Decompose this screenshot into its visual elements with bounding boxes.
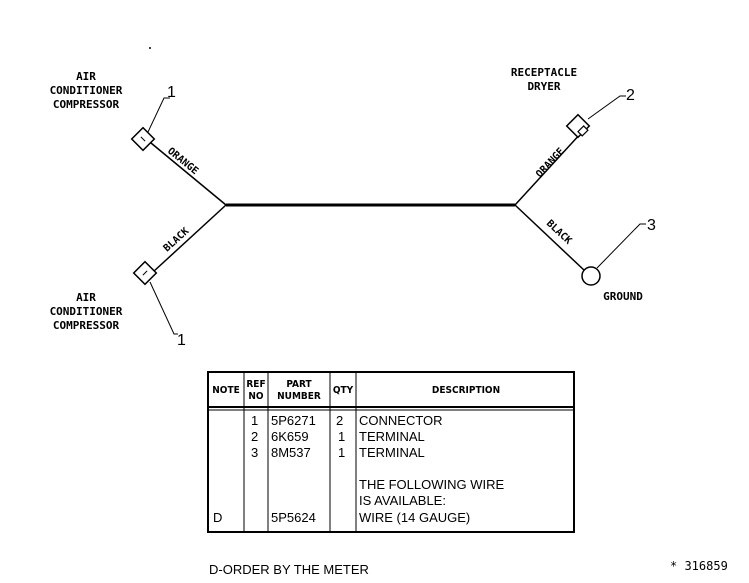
svg-text:DRYER: DRYER xyxy=(527,80,560,93)
wire-label-top-left: ORANGE xyxy=(165,146,200,177)
footnote: D-ORDER BY THE METER xyxy=(209,562,369,577)
svg-text:6K659: 6K659 xyxy=(271,429,309,444)
svg-text:2: 2 xyxy=(251,429,258,444)
component-label-ground: GROUND xyxy=(603,290,643,303)
header-description: DESCRIPTION xyxy=(432,385,500,396)
figure-id: * 316859 xyxy=(670,559,728,573)
svg-text:RECEPTACLE: RECEPTACLE xyxy=(511,66,577,79)
table-row: IS AVAILABLE: xyxy=(359,493,446,508)
ref-number-bottom-left: 1 xyxy=(177,332,186,349)
svg-text:CONNECTOR: CONNECTOR xyxy=(359,413,443,428)
svg-text:1: 1 xyxy=(251,413,258,428)
ref-number-bottom-right: 3 xyxy=(647,217,656,234)
ground-terminal-ring xyxy=(581,266,601,286)
wire-top-right xyxy=(514,131,583,206)
svg-text:1: 1 xyxy=(338,445,345,460)
leader-ref-1-bottom xyxy=(149,281,178,335)
svg-text:WIRE (14 GAUGE): WIRE (14 GAUGE) xyxy=(359,510,470,525)
svg-text:1: 1 xyxy=(338,429,345,444)
parts-table: NOTE REF NO PART NUMBER QTY DESCRIPTION … xyxy=(207,371,575,533)
leader-ref-1-top xyxy=(147,97,170,133)
svg-text:3: 3 xyxy=(251,445,258,460)
table-row: 1 5P6271 2 CONNECTOR xyxy=(251,413,443,428)
ref-number-top-right: 2 xyxy=(626,87,635,104)
wire-bottom-left xyxy=(152,204,227,273)
leader-ref-3 xyxy=(596,223,646,269)
svg-text:TERMINAL: TERMINAL xyxy=(359,429,425,444)
component-label-top-left: AIR CONDITIONER COMPRESSOR xyxy=(50,70,123,111)
svg-text:8M537: 8M537 xyxy=(271,445,311,460)
svg-text:D: D xyxy=(213,510,222,525)
wire-top-left xyxy=(150,142,227,206)
header-number: NUMBER xyxy=(277,391,321,402)
svg-text:TERMINAL: TERMINAL xyxy=(359,445,425,460)
component-label-bottom-left: AIR CONDITIONER COMPRESSOR xyxy=(50,291,123,332)
wire-label-bottom-right: BLACK xyxy=(544,218,574,247)
svg-text:CONDITIONER: CONDITIONER xyxy=(50,305,123,318)
svg-text:AIR: AIR xyxy=(76,70,96,83)
svg-text:5P6271: 5P6271 xyxy=(271,413,316,428)
ref-number-top-left: 1 xyxy=(167,84,176,101)
component-label-top-right: RECEPTACLE DRYER xyxy=(511,66,577,93)
header-ref: REF xyxy=(246,379,265,390)
header-qty: QTY xyxy=(333,385,354,396)
table-row: THE FOLLOWING WIRE xyxy=(359,477,505,492)
svg-text:IS AVAILABLE:: IS AVAILABLE: xyxy=(359,493,446,508)
header-part: PART xyxy=(286,379,312,390)
svg-text:2: 2 xyxy=(336,413,343,428)
svg-text:CONDITIONER: CONDITIONER xyxy=(50,84,123,97)
header-note: NOTE xyxy=(212,385,239,396)
wire-bottom-right xyxy=(514,204,586,272)
connector-bottom-left xyxy=(132,260,158,286)
connector-top-left xyxy=(130,126,156,152)
stray-dot xyxy=(149,47,151,49)
svg-text:COMPRESSOR: COMPRESSOR xyxy=(53,319,120,332)
svg-text:AIR: AIR xyxy=(76,291,96,304)
leader-ref-2 xyxy=(587,95,626,120)
connector-top-right xyxy=(565,113,591,139)
svg-text:COMPRESSOR: COMPRESSOR xyxy=(53,98,120,111)
table-row: D 5P5624 WIRE (14 GAUGE) xyxy=(213,510,470,525)
wire-label-top-right: ORANGE xyxy=(534,146,567,180)
svg-text:5P5624: 5P5624 xyxy=(271,510,316,525)
table-row: 3 8M537 1 TERMINAL xyxy=(251,445,425,460)
table-row: 2 6K659 1 TERMINAL xyxy=(251,429,425,444)
header-no: NO xyxy=(248,391,264,402)
svg-text:THE FOLLOWING WIRE: THE FOLLOWING WIRE xyxy=(359,477,505,492)
